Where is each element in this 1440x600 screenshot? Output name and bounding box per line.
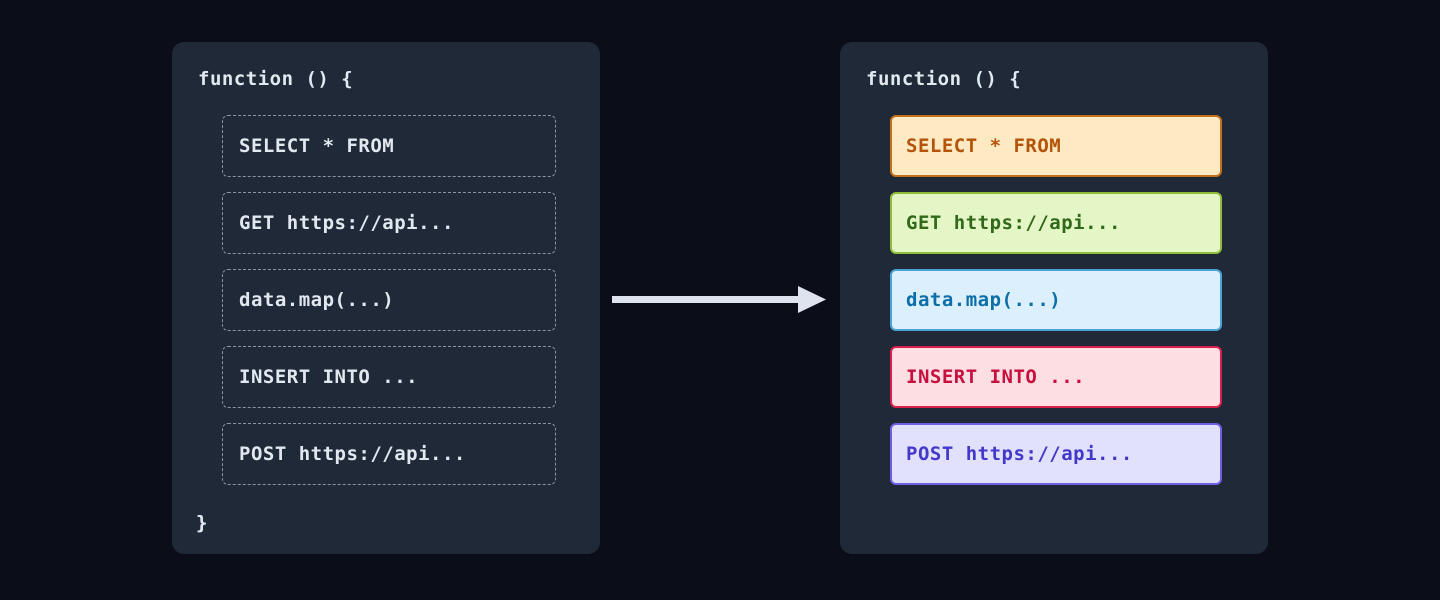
highlighted-block-list: SELECT * FROM GET https://api... data.ma… — [890, 115, 1224, 485]
arrow-right-icon — [612, 286, 826, 313]
plain-block-label: data.map(...) — [239, 289, 395, 311]
highlighted-block-insert[interactable]: INSERT INTO ... — [890, 346, 1222, 408]
plain-block-label: INSERT INTO ... — [239, 366, 419, 388]
plain-block-list: SELECT * FROM GET https://api... data.ma… — [222, 115, 556, 485]
plain-code-panel: function () { SELECT * FROM GET https://… — [172, 42, 600, 554]
highlighted-block-label: SELECT * FROM — [906, 135, 1062, 157]
function-close-line-plain: } — [196, 512, 208, 534]
plain-block-insert[interactable]: INSERT INTO ... — [222, 346, 556, 408]
plain-block-map[interactable]: data.map(...) — [222, 269, 556, 331]
function-close-line-highlighted: } — [196, 512, 208, 534]
highlighted-block-label: data.map(...) — [906, 289, 1062, 311]
plain-block-select[interactable]: SELECT * FROM — [222, 115, 556, 177]
plain-block-label: SELECT * FROM — [239, 135, 395, 157]
highlighted-block-get[interactable]: GET https://api... — [890, 192, 1222, 254]
plain-block-label: POST https://api... — [239, 443, 466, 465]
plain-block-post[interactable]: POST https://api... — [222, 423, 556, 485]
transform-arrow — [612, 281, 828, 319]
highlighted-block-label: POST https://api... — [906, 443, 1133, 465]
highlighted-block-post[interactable]: POST https://api... — [890, 423, 1222, 485]
highlighted-block-map[interactable]: data.map(...) — [890, 269, 1222, 331]
highlighted-code-panel: function () { SELECT * FROM GET https://… — [840, 42, 1268, 554]
function-open-line-highlighted: function () { — [866, 68, 1022, 90]
plain-block-label: GET https://api... — [239, 212, 454, 234]
highlighted-block-select[interactable]: SELECT * FROM — [890, 115, 1222, 177]
plain-block-get[interactable]: GET https://api... — [222, 192, 556, 254]
highlighted-block-label: GET https://api... — [906, 212, 1121, 234]
function-open-line-plain: function () { — [198, 68, 354, 90]
highlighted-block-label: INSERT INTO ... — [906, 366, 1086, 388]
